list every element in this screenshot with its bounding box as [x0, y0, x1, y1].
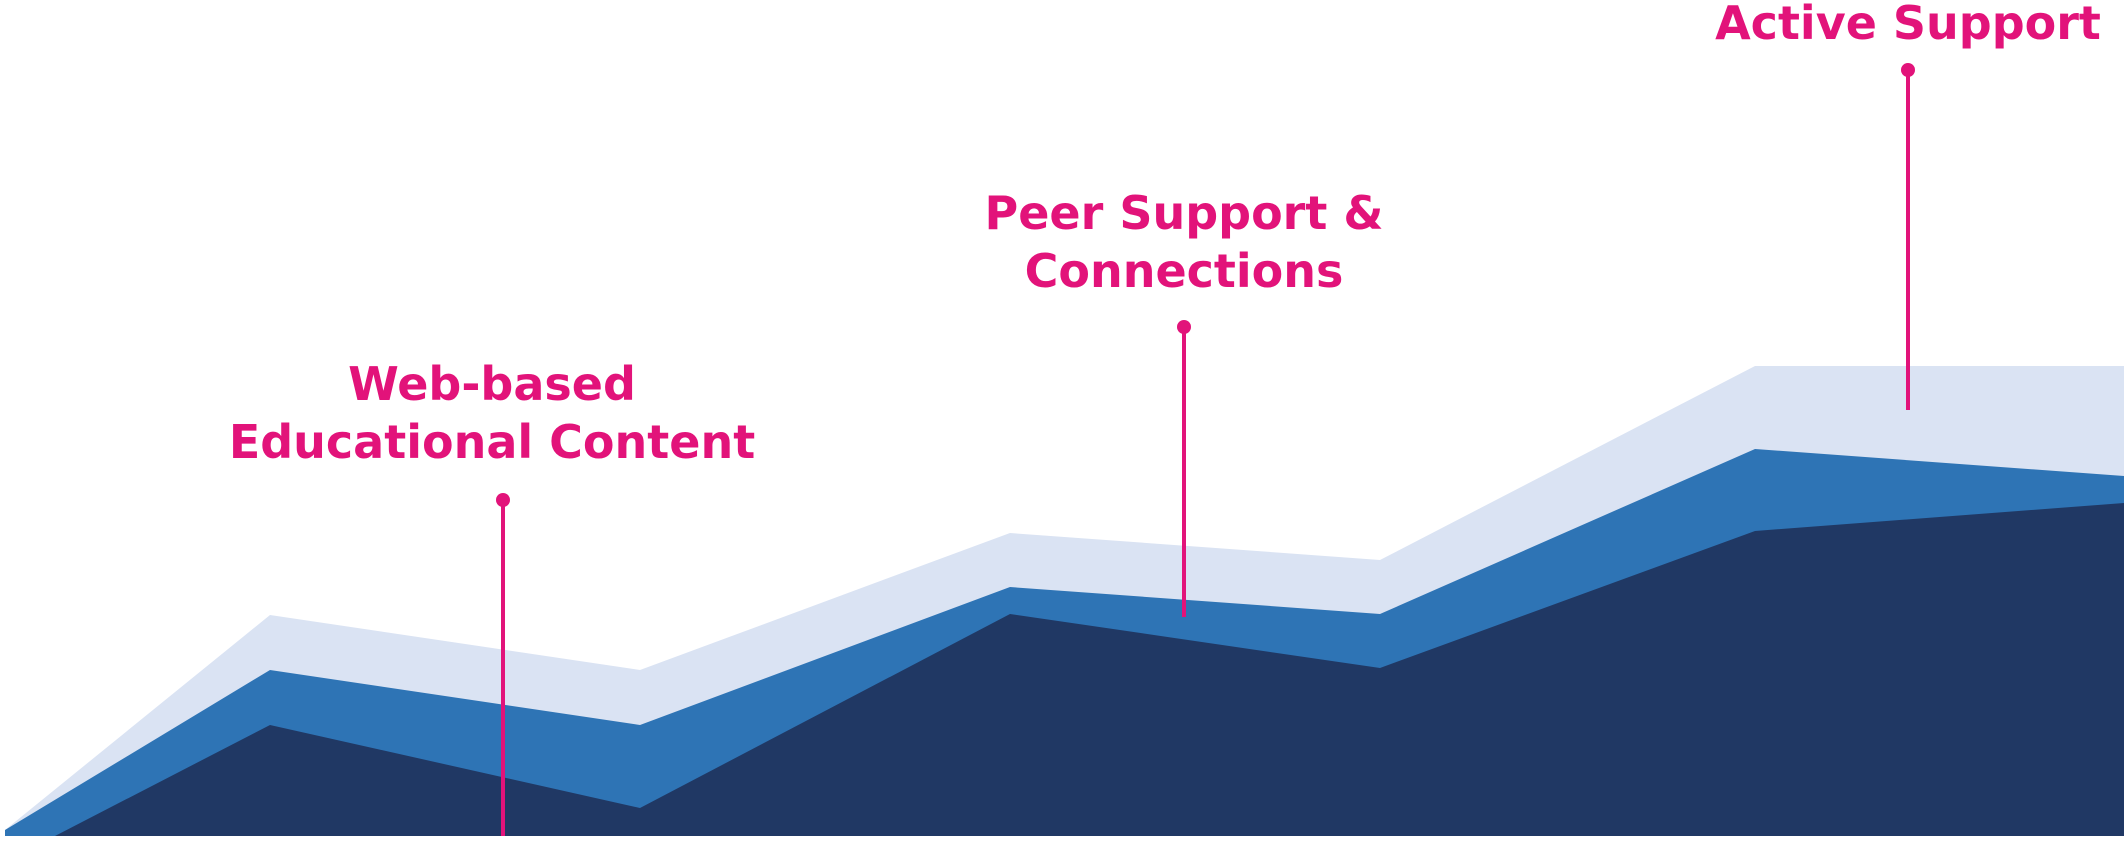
- callout-pin-peer-support: [1177, 320, 1191, 617]
- dark-layer-area: [55, 503, 2124, 836]
- label-line: Educational Content: [228, 415, 756, 469]
- label-line: Connections: [1024, 244, 1344, 298]
- label-line: Web-based: [348, 357, 636, 411]
- callout-dot: [1177, 320, 1191, 334]
- label-active-support: Active Support: [1715, 0, 2101, 52]
- label-line: Active Support: [1715, 0, 2101, 50]
- label-web-based-educational-content: Web-based Educational Content: [229, 355, 755, 471]
- callout-pin-web-based: [496, 493, 510, 836]
- label-line: Peer Support &: [984, 186, 1384, 240]
- callout-dot: [496, 493, 510, 507]
- label-peer-support-connections: Peer Support & Connections: [985, 184, 1384, 300]
- callout-pin-active-support: [1901, 63, 1915, 410]
- callout-dot: [1901, 63, 1915, 77]
